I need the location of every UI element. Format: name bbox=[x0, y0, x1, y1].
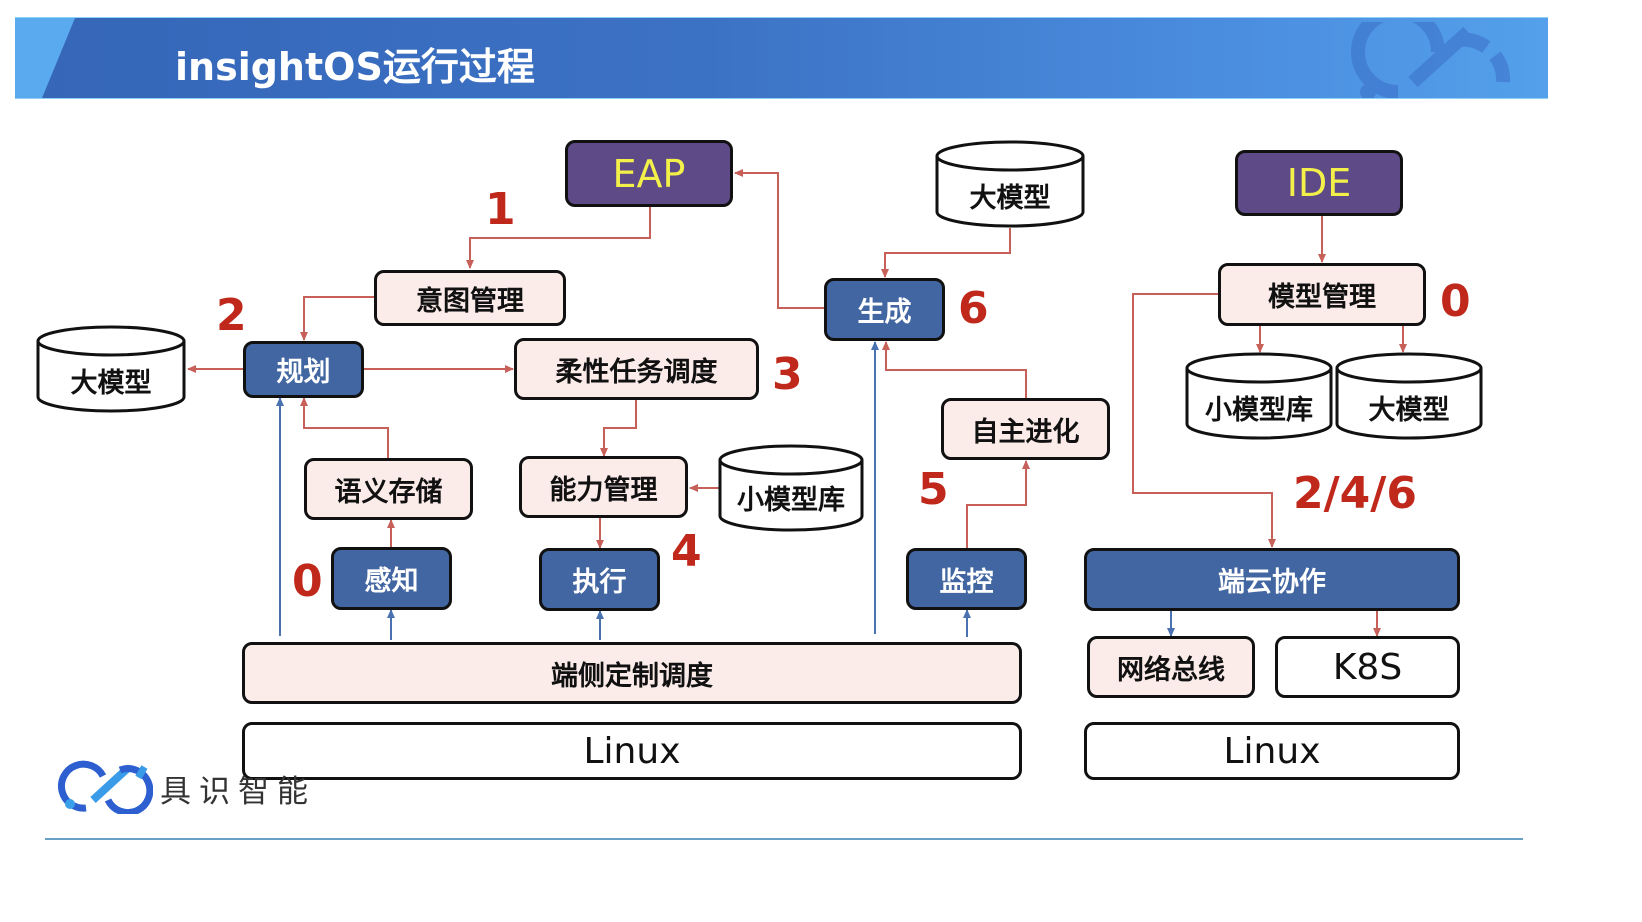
node-edge-custom-scheduling: 端侧定制调度 bbox=[242, 642, 1022, 704]
node-network-bus: 网络总线 bbox=[1087, 636, 1255, 698]
arrow-llm-to-generation bbox=[881, 228, 1011, 278]
step-6: 6 bbox=[958, 283, 989, 334]
arrow-evolution-to-generation bbox=[882, 341, 1027, 398]
node-edge-cloud-collaboration: 端云协作 bbox=[1084, 548, 1460, 611]
node-ide: IDE bbox=[1235, 150, 1403, 216]
node-network-bus-label: 网络总线 bbox=[1117, 654, 1225, 686]
node-capability-management-label: 能力管理 bbox=[549, 474, 658, 506]
brand-watermark-icon bbox=[1351, 22, 1511, 98]
database-icon bbox=[935, 140, 1085, 228]
step-2-4-6: 2/4/6 bbox=[1293, 468, 1417, 519]
node-semantic-storage: 语义存储 bbox=[304, 458, 473, 520]
node-linux-right: Linux bbox=[1084, 722, 1460, 780]
arrow-eap-to-intent bbox=[466, 207, 651, 269]
database-icon bbox=[718, 444, 864, 532]
step-0-left: 0 bbox=[292, 556, 323, 607]
db-llm-top: 大模型 bbox=[935, 140, 1085, 228]
page-title: insightOS运行过程 bbox=[175, 45, 535, 89]
arrow-modelmgmt-to-edgecloud bbox=[1132, 293, 1276, 548]
node-k8s-label: K8S bbox=[1332, 646, 1403, 688]
node-edge-cloud-collaboration-label: 端云协作 bbox=[1218, 567, 1326, 598]
node-intent-management: 意图管理 bbox=[374, 270, 566, 326]
node-flex-task-scheduling: 柔性任务调度 bbox=[514, 338, 759, 400]
db-llm-top-label: 大模型 bbox=[969, 183, 1051, 214]
node-capability-management: 能力管理 bbox=[519, 456, 688, 518]
arrow-flex-to-capability bbox=[600, 400, 637, 457]
node-self-evolution-label: 自主进化 bbox=[971, 416, 1080, 448]
node-eap: EAP bbox=[565, 140, 733, 207]
arrow-generation-to-eap bbox=[734, 169, 825, 309]
arrow-intent-to-planning bbox=[300, 296, 375, 341]
node-planning: 规划 bbox=[243, 341, 364, 398]
node-planning-label: 规划 bbox=[276, 357, 331, 388]
brand-logo-icon bbox=[58, 760, 153, 814]
node-generation: 生成 bbox=[824, 278, 945, 341]
database-icon bbox=[36, 325, 186, 413]
db-llm-right-label: 大模型 bbox=[1368, 395, 1450, 426]
database-icon bbox=[1185, 352, 1333, 440]
node-eap-label: EAP bbox=[612, 151, 686, 196]
node-linux-left-label: Linux bbox=[583, 730, 681, 772]
step-4: 4 bbox=[671, 526, 702, 577]
arrow-monitoring-to-evolution bbox=[966, 460, 1030, 549]
node-model-management-label: 模型管理 bbox=[1268, 282, 1376, 313]
node-flex-task-scheduling-label: 柔性任务调度 bbox=[555, 356, 718, 388]
node-self-evolution: 自主进化 bbox=[941, 398, 1110, 460]
node-semantic-storage-label: 语义存储 bbox=[334, 476, 443, 508]
node-monitoring-label: 监控 bbox=[939, 566, 994, 598]
node-generation-label: 生成 bbox=[857, 297, 912, 328]
node-linux-left: Linux bbox=[242, 722, 1022, 780]
title-banner: insightOS运行过程 bbox=[15, 17, 1548, 99]
node-perception-label: 感知 bbox=[364, 566, 419, 597]
node-intent-management-label: 意图管理 bbox=[416, 285, 524, 317]
step-3: 3 bbox=[772, 349, 803, 400]
node-ide-label: IDE bbox=[1286, 161, 1352, 205]
node-edge-custom-scheduling-label: 端侧定制调度 bbox=[551, 660, 713, 692]
db-small-model-lib-mid-label: 小模型库 bbox=[737, 485, 845, 516]
db-llm-right: 大模型 bbox=[1335, 352, 1483, 440]
step-1: 1 bbox=[485, 184, 516, 235]
node-linux-right-label: Linux bbox=[1223, 730, 1321, 772]
step-5: 5 bbox=[918, 464, 949, 515]
db-small-model-lib-mid: 小模型库 bbox=[718, 444, 864, 532]
arrow-semantic-to-planning bbox=[300, 397, 389, 458]
step-0-right: 0 bbox=[1440, 276, 1471, 327]
node-monitoring: 监控 bbox=[906, 548, 1027, 610]
brand-name: 具识智能 bbox=[160, 774, 316, 810]
node-execution-label: 执行 bbox=[572, 567, 627, 598]
db-small-model-lib-right-label: 小模型库 bbox=[1205, 395, 1313, 426]
footer-divider bbox=[45, 838, 1523, 840]
node-k8s: K8S bbox=[1275, 636, 1460, 698]
db-llm-left: 大模型 bbox=[36, 325, 186, 413]
node-execution: 执行 bbox=[539, 548, 660, 611]
db-small-model-lib-right: 小模型库 bbox=[1185, 352, 1333, 440]
database-icon bbox=[1335, 352, 1483, 440]
node-perception: 感知 bbox=[331, 547, 452, 610]
db-llm-left-label: 大模型 bbox=[70, 368, 152, 399]
node-model-management: 模型管理 bbox=[1218, 263, 1426, 326]
step-2: 2 bbox=[216, 290, 247, 341]
